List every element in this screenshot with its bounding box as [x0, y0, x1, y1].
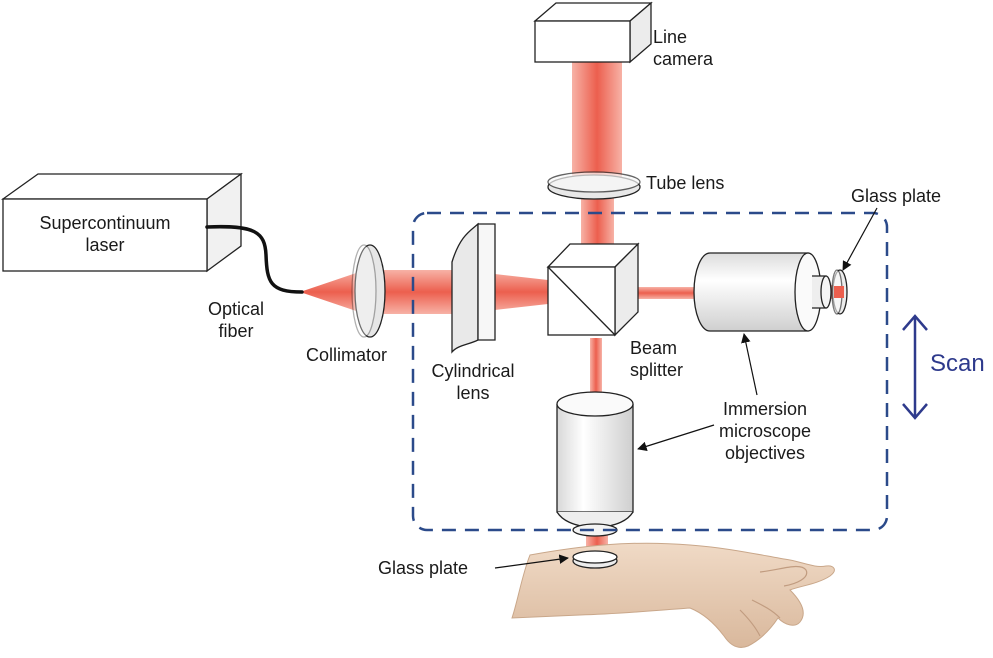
- pointer-to-right-glass-plate: [842, 207, 878, 271]
- line-camera-label-line1: Line: [653, 27, 688, 47]
- camera-front: [534, 20, 631, 63]
- bottom-objective-tip: [572, 523, 618, 537]
- collimator-lens: [351, 244, 386, 338]
- cyl-lens-flat-face: [477, 223, 496, 341]
- right-objective-tip: [820, 275, 832, 309]
- right-objective-body: [693, 252, 809, 332]
- cylindrical-lens-label: Cylindrical lens: [423, 360, 523, 404]
- objectives-label: Immersion microscope objectives: [700, 398, 830, 464]
- beam-splitter-label-line1: Beam: [630, 338, 678, 358]
- pointer-arrows: [494, 207, 878, 569]
- right-glass-plate-beam: [834, 286, 844, 298]
- scan-arrow-head-up: [902, 314, 928, 331]
- optical-fiber-label: Optical fiber: [196, 298, 276, 342]
- optical-fiber-label-line1: Optical: [207, 299, 265, 319]
- scan-label: Scan: [930, 350, 985, 377]
- optical-fiber: [205, 224, 304, 294]
- glass-plate-bottom-label: Glass plate: [378, 558, 469, 578]
- laser-label: Supercontinuum laser: [3, 212, 207, 256]
- cyl-lens-curved-face: [451, 222, 479, 354]
- cylindrical-lens: [451, 222, 496, 354]
- right-immersion-objective: [693, 252, 832, 332]
- bottom-objective-body: [556, 404, 634, 513]
- scan-double-arrow: [902, 314, 928, 420]
- arm-fingers: [739, 599, 781, 637]
- laser-box-top: [0, 173, 243, 200]
- cube-diagonal: [547, 266, 616, 336]
- beam-to-bottom-objective: [590, 338, 602, 408]
- laser-label-line1: Supercontinuum: [39, 213, 171, 233]
- bottom-objective-top: [556, 391, 634, 417]
- line-camera: [533, 1, 653, 64]
- scan-arrow-head-down: [902, 403, 928, 420]
- objectives-label-line1: Immersion: [722, 399, 807, 419]
- bottom-glass-plate-face: [572, 550, 618, 564]
- cylindrical-lens-label-line1: Cylindrical: [431, 361, 515, 381]
- cylindrical-lens-label-line2: lens: [456, 383, 490, 403]
- beam-splitter-label: Beam splitter: [630, 337, 683, 381]
- line-camera-label: Line camera: [653, 26, 713, 70]
- pointer-to-bottom-objective: [637, 424, 715, 451]
- objectives-label-line3: objectives: [724, 443, 806, 463]
- tube-lens-label: Tube lens: [646, 173, 725, 193]
- arm-shape: [511, 542, 835, 648]
- optical-fiber-label-line2: fiber: [218, 321, 254, 341]
- arm-thumb: [759, 565, 808, 587]
- laser-box-front: [2, 198, 208, 272]
- glass-plate-right-label: Glass plate: [851, 186, 942, 206]
- arm-sample: [511, 542, 835, 648]
- beam-to-right-objective: [625, 287, 695, 299]
- bottom-glass-plate: [572, 550, 618, 569]
- beam-splitter-cube: [546, 242, 640, 337]
- scan-region-frame: [411, 211, 889, 532]
- pointer-to-right-objective: [741, 333, 758, 396]
- tube-lens: [547, 171, 641, 200]
- laser-label-line2: laser: [85, 235, 125, 255]
- fiber-output-cone: [300, 270, 365, 314]
- collimator-rim: [354, 244, 386, 338]
- pointer-to-bottom-glass-plate: [494, 554, 569, 569]
- beam-to-camera: [572, 62, 622, 182]
- objectives-label-line2: microscope: [718, 421, 812, 441]
- collimator-face: [351, 244, 377, 338]
- tube-lens-face: [547, 171, 641, 193]
- line-camera-label-line2: camera: [653, 49, 714, 69]
- collimator-label: Collimator: [306, 345, 388, 365]
- bottom-immersion-objective: [556, 391, 634, 537]
- beam-splitter-label-line2: splitter: [630, 360, 684, 380]
- right-glass-plate: [831, 269, 848, 315]
- supercontinuum-laser: [0, 172, 243, 273]
